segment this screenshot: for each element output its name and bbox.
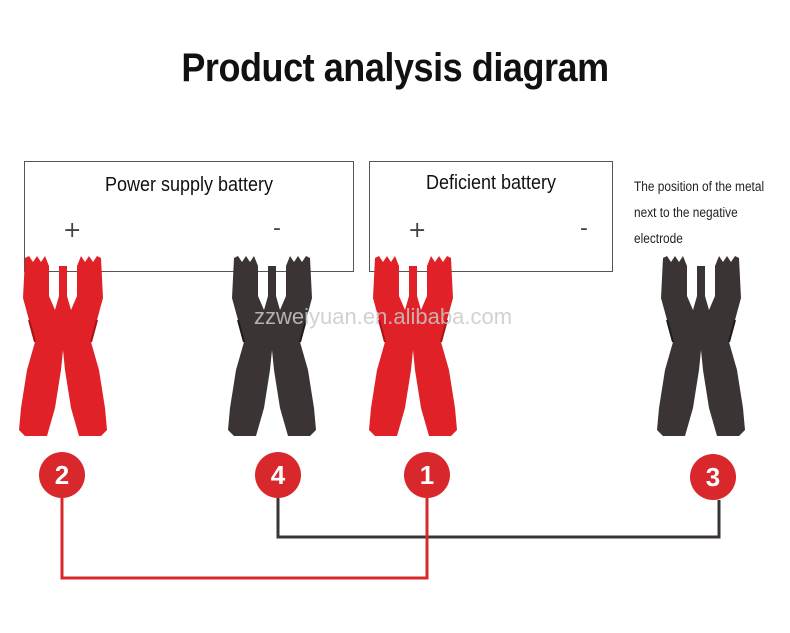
note-line-3: electrode xyxy=(634,231,683,246)
deficient-battery-label: Deficient battery xyxy=(425,172,557,194)
badge-1-label: 1 xyxy=(420,460,434,490)
power-supply-negative-sign: - xyxy=(273,216,281,241)
note-line-2: next to the negative xyxy=(634,205,738,220)
badge-2-label: 2 xyxy=(55,460,69,490)
deficient-positive-sign: + xyxy=(408,218,427,243)
badge-4-label: 4 xyxy=(271,460,286,490)
power-supply-positive-sign: + xyxy=(63,218,82,243)
negative-electrode-note: The position of the metal next to the ne… xyxy=(634,174,766,252)
watermark: zzweiyuan.en.alibaba.com xyxy=(254,304,513,329)
clamp-2-red xyxy=(19,256,107,436)
badge-3-label: 3 xyxy=(706,462,720,492)
badge-2: 2 xyxy=(39,452,85,498)
red-wire xyxy=(60,498,429,580)
deficient-battery: Deficient battery + - xyxy=(369,161,613,272)
badge-4: 4 xyxy=(255,452,301,498)
clamp-1-red xyxy=(369,256,457,436)
clamp-4-black xyxy=(228,256,316,436)
clamp-3-black xyxy=(657,256,745,436)
power-supply-battery-label: Power supply battery xyxy=(104,174,274,196)
diagram-title: Product analysis diagram xyxy=(181,46,609,90)
power-supply-battery: Power supply battery + - xyxy=(24,161,354,272)
note-line-1: The position of the metal xyxy=(634,179,765,194)
deficient-negative-sign: - xyxy=(580,216,588,241)
badge-1: 1 xyxy=(404,452,450,498)
badge-3: 3 xyxy=(690,454,736,500)
black-wire xyxy=(276,498,721,539)
